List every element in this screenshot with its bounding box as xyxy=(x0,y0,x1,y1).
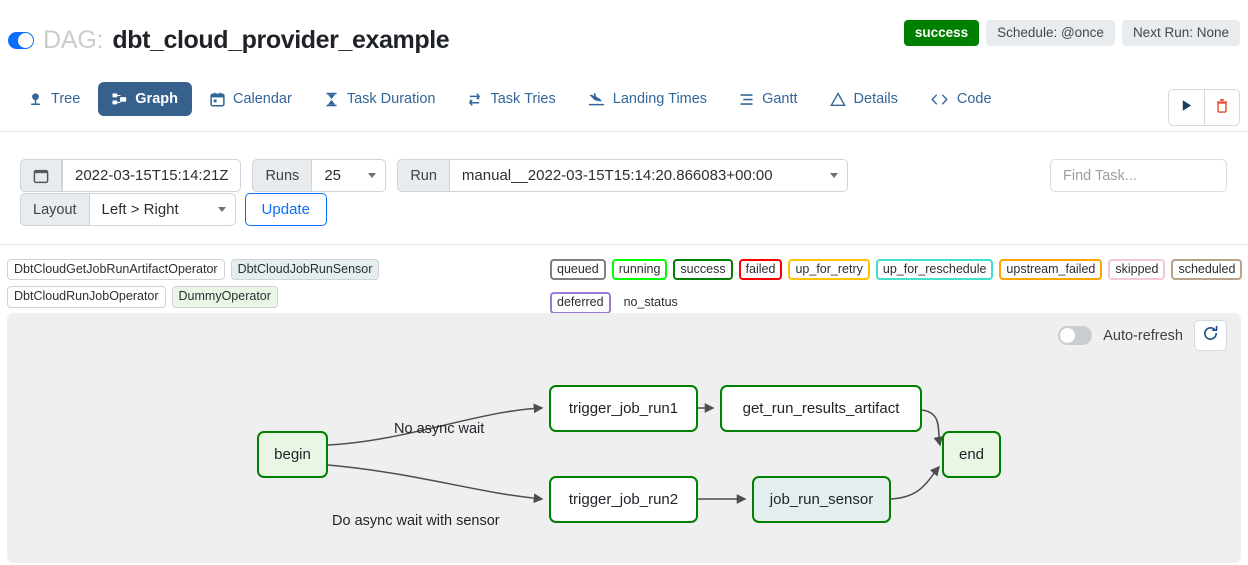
view-tabs: Tree Graph Calendar Task Duration xyxy=(14,82,1006,116)
pause-toggle-icon[interactable] xyxy=(8,32,34,49)
tab-label: Calendar xyxy=(232,91,292,107)
legend: DbtCloudGetJobRunArtifactOperator DbtClo… xyxy=(0,246,1248,314)
tree-icon xyxy=(28,92,43,107)
status-chip-upstream-failed[interactable]: upstream_failed xyxy=(999,259,1103,281)
filter-row-layout: Layout Left > Right Update xyxy=(20,193,327,226)
status-chip-skipped[interactable]: skipped xyxy=(1108,259,1166,281)
tab-label: Graph xyxy=(135,91,178,107)
runs-select[interactable]: 25 xyxy=(312,159,387,192)
status-chip-deferred[interactable]: deferred xyxy=(550,292,611,314)
calendar-icon xyxy=(210,92,225,107)
execution-date-group: 2022-03-15T15:14:21Z xyxy=(20,159,242,192)
run-label: Run xyxy=(397,159,450,192)
calendar-icon[interactable] xyxy=(20,159,62,192)
runs-group: Runs 25 xyxy=(252,159,387,192)
dag-title-row: DAG: dbt_cloud_provider_example xyxy=(8,26,450,55)
next-run-badge: Next Run: None xyxy=(1121,20,1240,46)
status-chip-failed[interactable]: failed xyxy=(738,259,783,281)
chevron-down-icon xyxy=(829,173,838,178)
tab-task-duration[interactable]: Task Duration xyxy=(310,82,450,116)
tab-gantt[interactable]: Gantt xyxy=(725,82,811,116)
status-chip-queued[interactable]: queued xyxy=(550,259,606,281)
update-button[interactable]: Update xyxy=(244,193,327,226)
runs-label: Runs xyxy=(252,159,313,192)
runs-value: 25 xyxy=(324,167,341,184)
filter-bar: 2022-03-15T15:14:21Z Runs 25 Run manual_… xyxy=(0,133,1248,245)
layout-select[interactable]: Left > Right xyxy=(89,193,236,226)
page-title: dbt_cloud_provider_example xyxy=(112,26,450,54)
filter-row-primary: 2022-03-15T15:14:21Z Runs 25 Run manual_… xyxy=(20,159,848,192)
run-value: manual__2022-03-15T15:14:20.866083+00:00 xyxy=(461,167,773,184)
operator-chip[interactable]: DummyOperator xyxy=(171,286,278,308)
tab-label: Details xyxy=(853,91,898,107)
refresh-button[interactable] xyxy=(1194,320,1227,351)
delete-dag-button[interactable] xyxy=(1204,90,1239,125)
hourglass-icon xyxy=(324,92,339,107)
code-brackets-icon xyxy=(930,92,949,107)
layout-value: Left > Right xyxy=(101,201,179,218)
header-badges: success Schedule: @once Next Run: None xyxy=(903,20,1240,46)
tab-code[interactable]: Code xyxy=(916,82,1006,116)
tab-label: Landing Times xyxy=(612,91,708,107)
tab-details[interactable]: Details xyxy=(816,82,912,116)
auto-refresh-toggle[interactable] xyxy=(1058,326,1093,345)
gantt-icon xyxy=(739,92,754,107)
status-chip-running[interactable]: running xyxy=(611,259,668,281)
dag-action-buttons xyxy=(1168,89,1240,126)
task-node-trigger-job-run1[interactable]: trigger_job_run1 xyxy=(549,385,698,432)
status-chip-up-for-retry[interactable]: up_for_retry xyxy=(788,259,870,281)
find-task-input[interactable]: Find Task... xyxy=(1050,159,1227,192)
auto-refresh-label: Auto-refresh xyxy=(1103,327,1183,344)
status-badge: success xyxy=(903,20,980,46)
graph-icon xyxy=(112,92,127,107)
tab-tree[interactable]: Tree xyxy=(14,82,94,116)
status-chip-scheduled[interactable]: scheduled xyxy=(1171,259,1243,281)
tab-graph[interactable]: Graph xyxy=(98,82,192,116)
execution-date-input[interactable]: 2022-03-15T15:14:21Z xyxy=(62,159,242,192)
graph-panel: Auto-refresh begin trigger_job_run1 xyxy=(7,313,1241,563)
page-header: DAG: dbt_cloud_provider_example success … xyxy=(0,0,1248,70)
status-legend: queued running success failed up_for_ret… xyxy=(550,259,1244,314)
operator-chip[interactable]: DbtCloudGetJobRunArtifactOperator xyxy=(7,259,225,281)
task-node-job-run-sensor[interactable]: job_run_sensor xyxy=(752,476,891,523)
graph-nodes: begin trigger_job_run1 get_run_results_a… xyxy=(7,313,1241,563)
schedule-badge[interactable]: Schedule: @once xyxy=(986,20,1115,46)
tab-label: Task Duration xyxy=(346,91,436,107)
tab-label: Task Tries xyxy=(490,91,556,107)
task-node-get-run-results-artifact[interactable]: get_run_results_artifact xyxy=(720,385,922,432)
tab-label: Code xyxy=(956,91,992,107)
dag-label: DAG: xyxy=(43,26,104,54)
tab-task-tries[interactable]: Task Tries xyxy=(453,82,569,116)
graph-controls: Auto-refresh xyxy=(1058,320,1227,351)
layout-label: Layout xyxy=(20,193,90,226)
graph-edges xyxy=(327,403,944,504)
run-group: Run manual__2022-03-15T15:14:20.866083+0… xyxy=(397,159,848,192)
status-chip-no-status[interactable]: no_status xyxy=(623,295,678,310)
run-select[interactable]: manual__2022-03-15T15:14:20.866083+00:00 xyxy=(449,159,848,192)
operator-chip[interactable]: DbtCloudJobRunSensor xyxy=(230,259,380,281)
operator-chip[interactable]: DbtCloudRunJobOperator xyxy=(7,286,166,308)
play-icon xyxy=(1180,99,1193,117)
chevron-down-icon xyxy=(217,207,226,212)
tab-landing-times[interactable]: Landing Times xyxy=(574,82,721,116)
task-node-trigger-job-run2[interactable]: trigger_job_run2 xyxy=(549,476,698,523)
layout-group: Layout Left > Right xyxy=(20,193,236,226)
refresh-icon xyxy=(1202,325,1219,347)
status-chip-success[interactable]: success xyxy=(673,259,733,281)
trigger-dag-button[interactable] xyxy=(1169,90,1204,125)
tab-label: Gantt xyxy=(762,91,798,107)
warning-triangle-icon xyxy=(829,91,846,107)
status-chip-up-for-reschedule[interactable]: up_for_reschedule xyxy=(875,259,994,281)
tab-calendar[interactable]: Calendar xyxy=(196,82,306,116)
tab-label: Tree xyxy=(51,91,81,107)
landing-icon xyxy=(588,92,605,107)
operator-legend: DbtCloudGetJobRunArtifactOperator DbtClo… xyxy=(7,259,537,308)
view-tabbar: Tree Graph Calendar Task Duration xyxy=(0,82,1248,132)
trash-icon xyxy=(1215,98,1229,118)
task-node-end[interactable]: end xyxy=(942,431,1001,478)
task-node-begin[interactable]: begin xyxy=(257,431,328,478)
chevron-down-icon xyxy=(368,173,377,178)
retry-icon xyxy=(467,92,482,107)
